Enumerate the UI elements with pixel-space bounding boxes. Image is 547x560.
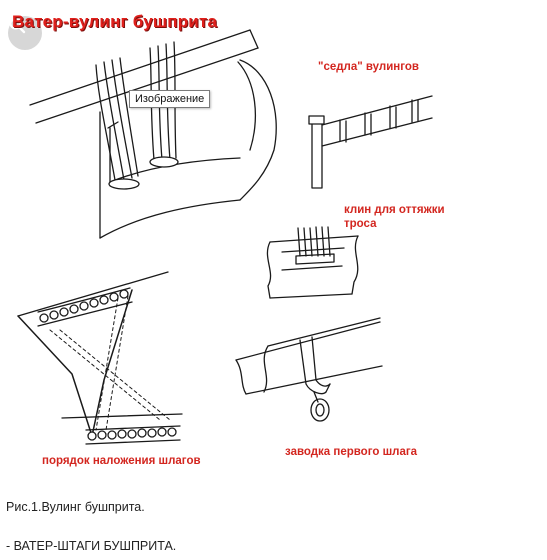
magnifier-icon <box>9 17 26 34</box>
label-saddles: "седла" вулингов <box>318 61 419 73</box>
bowsprit-and-stem-drawing <box>29 29 277 239</box>
label-wedge-line1: клин для оттяжки <box>344 204 445 216</box>
label-wedge-line2: троса <box>344 218 377 230</box>
first-turn-drawing <box>235 317 383 422</box>
figure-caption: Рис.1.Вулинг бушприта. <box>6 500 145 514</box>
wedge-drawing <box>266 226 359 299</box>
section-heading: - ВАТЕР-ШТАГИ БУШПРИТА. <box>6 539 177 553</box>
order-of-turns-drawing <box>17 271 183 445</box>
drawing <box>17 29 433 445</box>
gammoning-illustration: Ватер-вулинг бушприта "седла" вулингов к… <box>8 12 445 467</box>
label-order-of-turns: порядок наложения шлагов <box>42 455 201 467</box>
saddles-drawing <box>308 95 433 189</box>
image-search-button[interactable] <box>8 16 42 50</box>
figure-title: Ватер-вулинг бушприта <box>12 12 218 31</box>
image-tooltip: Изображение <box>129 90 211 108</box>
label-first-turn: заводка первого шлага <box>285 446 418 458</box>
